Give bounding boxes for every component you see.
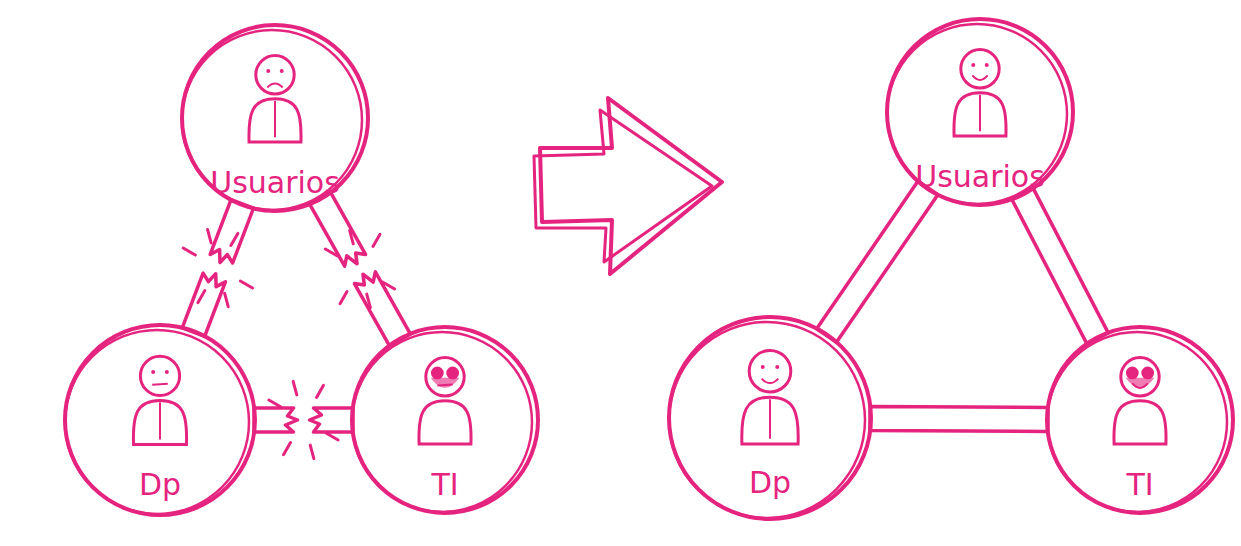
person-body (249, 99, 301, 142)
node-label: Dp (62, 468, 258, 501)
person-body (742, 397, 798, 444)
person-head (961, 50, 999, 88)
person-circle: Usuarios (179, 22, 371, 214)
connector (182, 200, 253, 337)
transition-arrow (534, 98, 722, 274)
person-head (256, 56, 294, 94)
spark-mark (383, 282, 395, 289)
node-label: Dp (666, 466, 874, 499)
person-circle: Dp (62, 322, 258, 518)
person-icon (249, 56, 301, 142)
person-eye (280, 69, 284, 73)
broken-link (354, 272, 410, 346)
joined-link (817, 181, 938, 342)
person-tie (979, 95, 981, 131)
node-label: TI (1044, 468, 1236, 501)
person-eye (775, 365, 779, 369)
person-mouth (267, 83, 282, 87)
person-head (749, 350, 791, 392)
spark-mark (317, 385, 324, 397)
node-label: Usuarios (884, 160, 1076, 193)
person-mouth (152, 384, 168, 385)
person-icon (742, 350, 798, 444)
person-body (419, 401, 471, 444)
person-eye (761, 365, 765, 369)
broken-link (182, 273, 225, 336)
spark-mark (325, 249, 337, 256)
person-mouth (437, 384, 452, 385)
person-circle: TI (1044, 324, 1236, 516)
person-beard (1126, 378, 1155, 388)
person-glasses (432, 368, 443, 379)
person-tie (159, 402, 161, 439)
spark-mark (310, 445, 314, 459)
connector (817, 181, 938, 342)
person-mouth (1132, 383, 1147, 388)
spark-mark (284, 443, 291, 455)
spark-mark (367, 294, 371, 308)
node-label: TI (349, 468, 541, 501)
person-eye (165, 370, 169, 374)
person-icon (954, 50, 1006, 136)
broken-link (310, 408, 354, 432)
person-glasses (1127, 368, 1138, 379)
spark-mark (231, 233, 238, 245)
person-circle: Dp (666, 314, 874, 522)
joined-link (870, 407, 1048, 432)
spark-mark (208, 229, 212, 243)
connector (254, 381, 353, 458)
person-body (1114, 401, 1166, 444)
connector (310, 192, 411, 345)
person-body (133, 400, 186, 444)
connector (1012, 188, 1108, 344)
spark-mark (269, 400, 281, 407)
person-circle: Usuarios (884, 16, 1076, 208)
person-glasses (1142, 368, 1153, 379)
person-icon (419, 358, 471, 444)
person-icon (133, 356, 186, 444)
spark-mark (373, 234, 380, 246)
spark-mark (198, 291, 205, 303)
person-head (140, 356, 179, 395)
person-eye (151, 370, 155, 374)
spark-mark (350, 230, 354, 244)
person-tie (274, 101, 276, 137)
broken-link (310, 192, 366, 266)
person-icon (1114, 358, 1166, 444)
person-mouth (972, 75, 987, 80)
arrow-outline (540, 98, 722, 274)
broken-link (254, 408, 298, 432)
person-glasses (447, 368, 458, 379)
node-label: Usuarios (179, 166, 371, 199)
spark-mark (183, 248, 195, 255)
broken-link (210, 200, 253, 263)
spark-mark (225, 293, 229, 307)
person-head (1121, 358, 1159, 396)
joined-link (1012, 188, 1108, 344)
arrow-outline (534, 110, 712, 262)
connector (870, 407, 1048, 432)
person-eye (985, 63, 989, 67)
person-beard (431, 378, 460, 388)
spark-mark (340, 292, 347, 304)
spark-mark (293, 381, 297, 395)
person-body (954, 93, 1006, 136)
person-eye (971, 63, 975, 67)
person-mouth (762, 379, 779, 384)
person-circle: TI (349, 324, 541, 516)
person-eye (266, 69, 270, 73)
spark-mark (240, 281, 252, 288)
person-head (426, 358, 464, 396)
person-tie (769, 399, 771, 439)
spark-mark (326, 433, 338, 440)
